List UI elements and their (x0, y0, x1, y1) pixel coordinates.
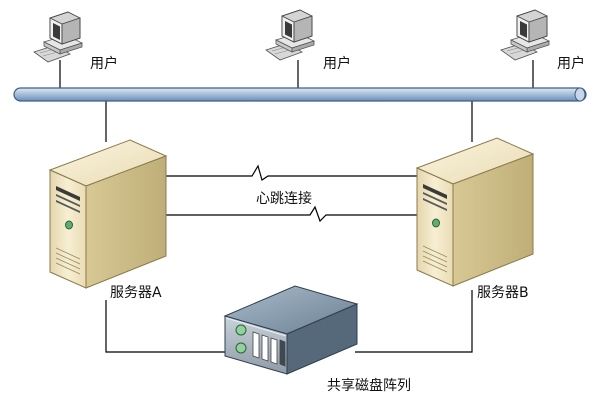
heartbeat-link-top (165, 164, 420, 181)
link-server-b-storage (355, 290, 473, 353)
link-server-a-storage (105, 300, 225, 353)
tower-server-icon (49, 139, 167, 289)
network-bus (13, 87, 587, 102)
disk-array-icon (223, 285, 359, 375)
user-label-right: 用户 (557, 55, 585, 72)
desktop-computer-icon (33, 11, 83, 63)
heartbeat-link-bottom (165, 205, 420, 223)
tower-server-icon (416, 137, 534, 287)
connection-lines (59, 60, 534, 353)
desktop-computer-icon (265, 9, 315, 61)
desktop-computer-icon (500, 9, 550, 61)
heartbeat-lines (165, 164, 420, 223)
server-b-label: 服务器B (477, 285, 529, 301)
user-label-left: 用户 (90, 55, 118, 72)
server-a-label: 服务器A (110, 285, 162, 301)
heartbeat-label: 心跳连接 (256, 190, 312, 207)
storage-label: 共享磁盘阵列 (327, 377, 411, 394)
user-label-center: 用户 (323, 55, 351, 72)
